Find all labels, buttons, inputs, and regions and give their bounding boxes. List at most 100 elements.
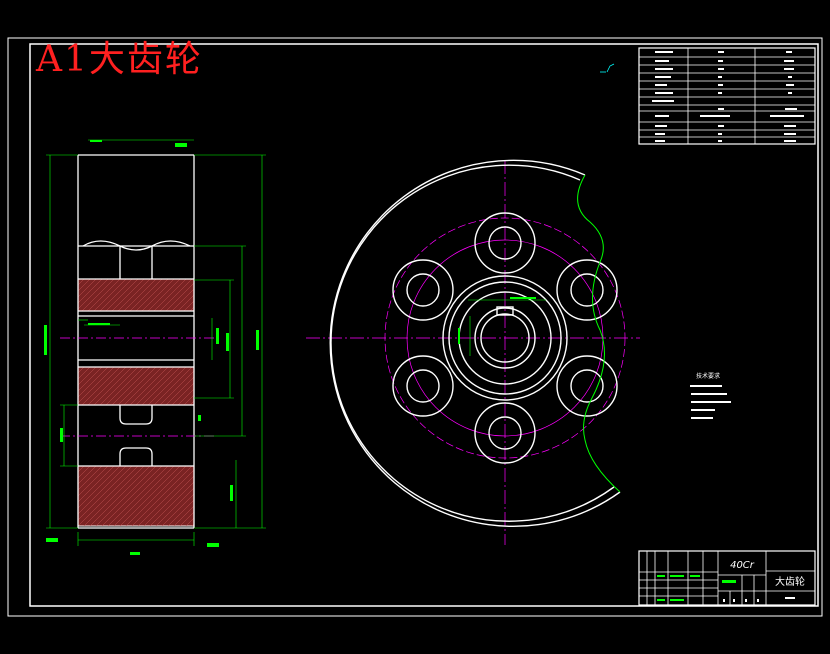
hatch-line <box>171 288 195 312</box>
hatch-line <box>87 366 127 406</box>
outer-sheet-border <box>7 37 823 617</box>
hatch-line <box>173 505 195 527</box>
title-block-glyphs <box>657 575 736 601</box>
hatch-line <box>77 278 91 292</box>
hatch-line <box>137 469 195 527</box>
hatch-line <box>135 366 175 406</box>
hatch-line <box>129 278 163 312</box>
inner-sheet-border <box>29 43 819 607</box>
hatch-line <box>125 465 187 527</box>
hatch-line <box>81 278 115 312</box>
section-dimension-glyphs <box>44 140 259 555</box>
hatch-line <box>159 370 195 406</box>
material-label: 40Cr <box>730 560 755 571</box>
title-block-scale-glyphs <box>723 597 795 602</box>
hatch-line <box>141 366 181 406</box>
hatch-line <box>111 278 145 312</box>
hatch-line <box>89 465 151 527</box>
hatch-line <box>77 278 109 310</box>
hatch-line <box>165 376 195 406</box>
surface-roughness-mark <box>600 63 615 73</box>
hatch-line <box>189 306 195 312</box>
hatch-line <box>95 465 157 527</box>
hatch-line <box>135 278 169 312</box>
gear-parameter-table <box>638 47 816 145</box>
hatch-line <box>117 278 151 312</box>
hatch-line <box>105 366 145 406</box>
hatch-line <box>167 499 195 527</box>
hatch-line <box>165 282 195 312</box>
hatch-line <box>161 493 195 527</box>
hatch-line <box>159 278 193 312</box>
hatch-line <box>189 400 195 406</box>
hatch-line <box>77 465 91 479</box>
hatch-line <box>83 465 145 527</box>
hatch-line <box>155 487 195 527</box>
hatch-line <box>77 465 97 485</box>
front-centerlines <box>306 160 640 545</box>
hatch-line <box>77 366 109 398</box>
technical-notes-heading: 技术要求 <box>696 372 720 380</box>
hatch-line <box>77 465 109 497</box>
section-dimension-lines <box>46 139 266 546</box>
hatch-line <box>99 366 139 406</box>
hatch-line <box>111 366 151 406</box>
hatch-line <box>93 366 133 406</box>
hatch-line <box>153 366 193 406</box>
hatch-line <box>87 278 121 312</box>
hatch-line <box>105 278 139 312</box>
hatch-line <box>101 465 163 527</box>
sheet-title: A1大齿轮 <box>36 39 203 80</box>
hatch-line <box>131 465 193 527</box>
hatch-line <box>93 278 127 312</box>
hatch-line <box>77 278 97 298</box>
part-name-label: 大齿轮 <box>775 575 805 588</box>
hatch-line <box>77 278 103 304</box>
gear-parameter-table-glyphs <box>652 51 804 142</box>
hatch-line <box>149 481 195 527</box>
hatch-line <box>107 465 169 527</box>
technical-notes-lines <box>690 385 731 419</box>
hatch-line <box>183 300 195 312</box>
hatch-line <box>99 278 133 312</box>
hatch-line <box>153 278 187 312</box>
bore-dimension <box>468 299 546 356</box>
gear-section-view <box>44 139 266 555</box>
hatch-line <box>77 465 139 527</box>
hatch-line <box>117 366 157 406</box>
hatch-line <box>143 475 195 527</box>
hatch-line <box>147 366 187 406</box>
hatch-line <box>177 294 195 312</box>
hatch-line <box>123 366 163 406</box>
hatch-line <box>77 465 121 509</box>
front-outline <box>329 159 621 528</box>
hatch-line <box>77 465 133 521</box>
hatch-line <box>77 366 115 404</box>
hatch-line <box>77 465 103 491</box>
hatch-line <box>77 465 115 503</box>
hatch-line <box>147 278 181 312</box>
hatch-line <box>123 278 157 312</box>
hatch-line <box>119 465 181 527</box>
hatch-line <box>183 394 195 406</box>
hatch-line <box>77 465 127 515</box>
hatch-line <box>141 278 175 312</box>
hatch-line <box>81 366 121 406</box>
section-hatch-lines <box>77 278 195 527</box>
gear-front-view <box>306 159 640 545</box>
hatch-line <box>177 388 195 406</box>
tooth-break-line <box>577 174 621 493</box>
hatch-line <box>171 382 195 406</box>
bore-dimension-glyphs <box>458 297 536 344</box>
section-centerlines <box>60 337 214 437</box>
hatch-line <box>77 366 85 374</box>
hatch-line <box>129 366 169 406</box>
title-block <box>638 550 816 606</box>
hatch-line <box>113 465 175 527</box>
hatch-line <box>185 517 195 527</box>
section-hatch-areas <box>77 278 195 527</box>
hatch-line <box>77 465 85 473</box>
hatch-line <box>179 511 195 527</box>
hatch-line <box>77 366 91 380</box>
